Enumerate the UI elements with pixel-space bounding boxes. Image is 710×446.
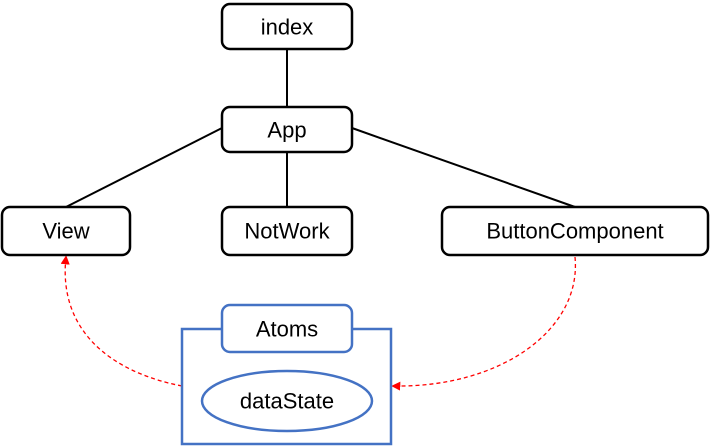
datastate-ellipse [200,369,374,433]
atoms-header [220,303,354,354]
node-buttoncomponent: ButtonComponent [440,205,710,257]
datastate-label: dataState [240,389,334,414]
node-notwork: NotWork [220,205,354,257]
flow-buttoncomponent-to-atoms [391,256,576,391]
edge-app-buttoncomponent [351,127,576,208]
node-app: App [220,105,354,154]
edge-app-view [65,127,223,208]
flow-atoms-to-view [60,255,183,387]
atoms-label: Atoms [256,317,318,342]
node-buttoncomponent-label: ButtonComponent [486,219,663,244]
node-notwork-label: NotWork [244,219,330,244]
node-view-label: View [42,219,89,244]
atoms-container: Atoms dataState [180,303,393,446]
node-app-label: App [267,118,306,143]
node-index: index [220,2,354,51]
data-flow-edges [60,255,576,391]
node-index-label: index [261,15,314,40]
node-view: View [0,205,132,257]
tree-edges [65,49,576,208]
